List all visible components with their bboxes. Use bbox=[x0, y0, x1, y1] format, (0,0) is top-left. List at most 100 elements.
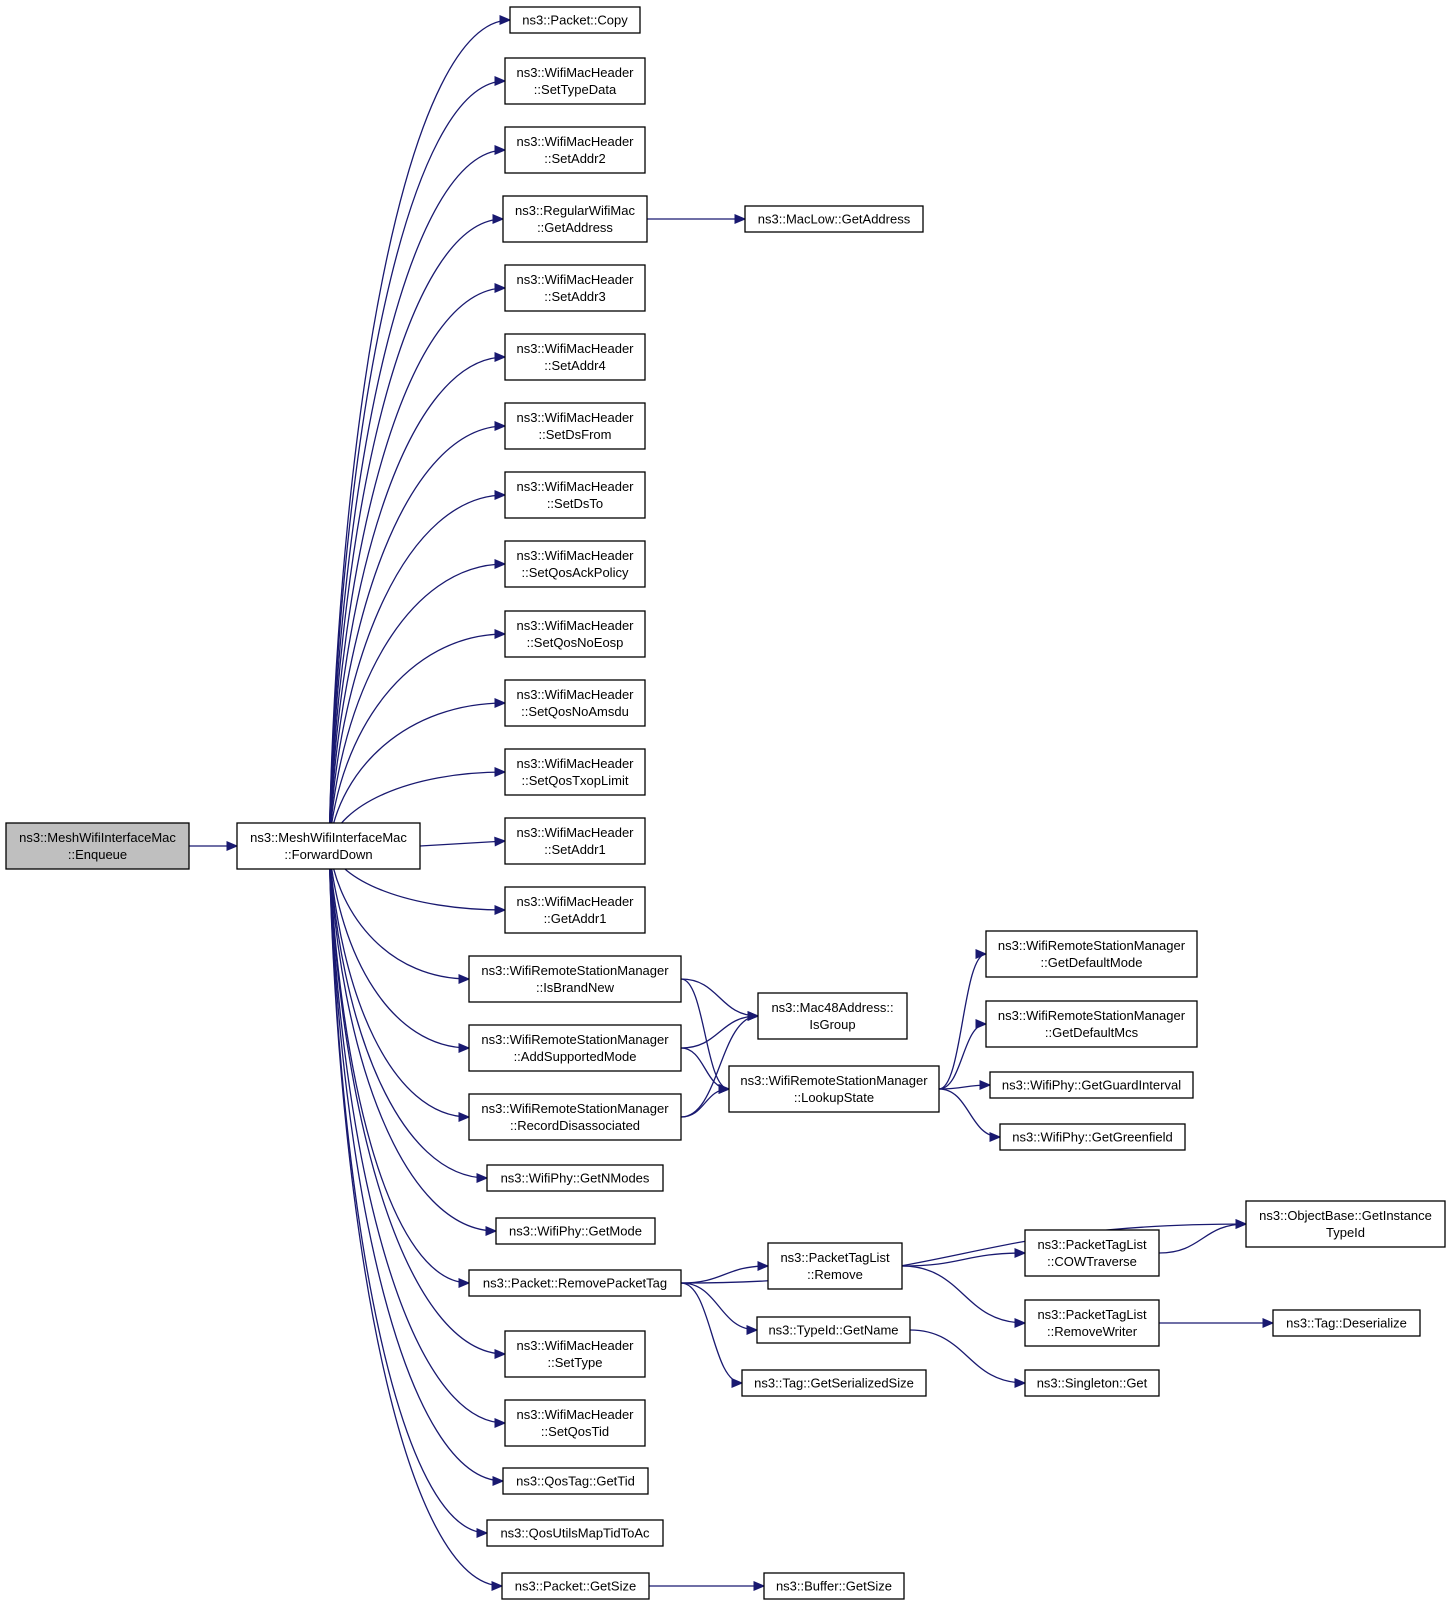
node-setaddr2[interactable]: ns3::WifiMacHeader::SetAddr2 bbox=[504, 126, 646, 174]
edge-forwarddown-to-setaddr3 bbox=[328, 283, 507, 847]
edge-line bbox=[680, 978, 759, 1017]
edge-arrowhead bbox=[494, 76, 507, 86]
edge-addsupportedmode-to-isgroup bbox=[680, 1011, 760, 1049]
node-packettaglist-remove[interactable]: ns3::PacketTagList::Remove bbox=[767, 1242, 903, 1290]
node-box bbox=[1024, 1299, 1160, 1347]
edge-arrowhead bbox=[1014, 1378, 1027, 1388]
node-settypedata[interactable]: ns3::WifiMacHeader::SetTypeData bbox=[504, 57, 646, 105]
node-qosutilsmaptidtoac[interactable]: ns3::QosUtilsMapTidToAc bbox=[486, 1519, 664, 1547]
node-getdefaultmode[interactable]: ns3::WifiRemoteStationManager::GetDefaul… bbox=[985, 930, 1198, 978]
edge-removepackettag-to-packettaglist-remove bbox=[680, 1261, 770, 1284]
node-getguardinterval[interactable]: ns3::WifiPhy::GetGuardInterval bbox=[989, 1071, 1194, 1099]
node-setqosnoeosp[interactable]: ns3::WifiMacHeader::SetQosNoEosp bbox=[504, 610, 646, 658]
node-label: ns3::WifiMacHeader bbox=[516, 825, 634, 840]
node-label: ::SetAddr4 bbox=[544, 358, 605, 373]
node-setqostxoplimit[interactable]: ns3::WifiMacHeader::SetQosTxopLimit bbox=[504, 748, 646, 796]
node-setaddr4[interactable]: ns3::WifiMacHeader::SetAddr4 bbox=[504, 333, 646, 381]
node-box bbox=[468, 1024, 682, 1072]
node-box bbox=[504, 1399, 646, 1447]
node-label: ::SetDsTo bbox=[547, 496, 603, 511]
edge-arrowhead bbox=[494, 352, 507, 362]
node-label: ::SetQosAckPolicy bbox=[522, 565, 629, 580]
edge-line bbox=[680, 978, 730, 1090]
node-setqostid[interactable]: ns3::WifiMacHeader::SetQosTid bbox=[504, 1399, 646, 1447]
edge-arrowhead bbox=[494, 490, 507, 500]
edge-arrowhead bbox=[458, 1278, 471, 1288]
node-box bbox=[504, 471, 646, 519]
node-isbrandnew[interactable]: ns3::WifiRemoteStationManager::IsBrandNe… bbox=[468, 955, 682, 1003]
node-recorddisassociated[interactable]: ns3::WifiRemoteStationManager::RecordDis… bbox=[468, 1093, 682, 1141]
node-label: ns3::WifiMacHeader bbox=[516, 548, 634, 563]
edge-line bbox=[938, 953, 987, 1090]
edge-arrowhead bbox=[458, 1043, 471, 1053]
node-setdsto[interactable]: ns3::WifiMacHeader::SetDsTo bbox=[504, 471, 646, 519]
edge-line bbox=[909, 1329, 1026, 1384]
edge-line bbox=[328, 845, 470, 1118]
node-settype[interactable]: ns3::WifiMacHeader::SetType bbox=[504, 1330, 646, 1378]
node-packet-copy[interactable]: ns3::Packet::Copy bbox=[509, 6, 641, 34]
node-setaddr1[interactable]: ns3::WifiMacHeader::SetAddr1 bbox=[504, 817, 646, 865]
node-label: ::GetDefaultMcs bbox=[1045, 1025, 1139, 1040]
node-lookupstate[interactable]: ns3::WifiRemoteStationManager::LookupSta… bbox=[728, 1065, 940, 1113]
edge-arrowhead bbox=[494, 836, 507, 847]
node-box bbox=[757, 992, 908, 1040]
node-setaddr3[interactable]: ns3::WifiMacHeader::SetAddr3 bbox=[504, 264, 646, 312]
edge-forwarddown-to-setqosnoamsdu bbox=[328, 698, 507, 847]
node-singleton-get[interactable]: ns3::Singleton::Get bbox=[1024, 1369, 1160, 1397]
node-label: ns3::WifiMacHeader bbox=[516, 687, 634, 702]
edge-line bbox=[328, 845, 503, 1587]
node-typeid-getname[interactable]: ns3::TypeId::GetName bbox=[756, 1316, 911, 1344]
node-label: ::SetDsFrom bbox=[539, 427, 612, 442]
edge-line bbox=[328, 80, 506, 847]
node-enqueue[interactable]: ns3::MeshWifiInterfaceMac::Enqueue bbox=[5, 822, 190, 870]
edge-arrowhead bbox=[494, 283, 507, 293]
edge-line bbox=[328, 845, 470, 980]
node-qostag-gettid[interactable]: ns3::QosTag::GetTid bbox=[502, 1467, 649, 1495]
edge-forwarddown-to-getmode bbox=[328, 845, 498, 1236]
node-box bbox=[504, 333, 646, 381]
node-label: ns3::WifiRemoteStationManager bbox=[481, 1101, 669, 1116]
node-label: ns3::Singleton::Get bbox=[1037, 1376, 1148, 1391]
edge-removewriter-to-tag-deserialize bbox=[1159, 1318, 1275, 1328]
node-label: ::Remove bbox=[807, 1267, 863, 1282]
edge-line bbox=[680, 1265, 769, 1284]
node-label: ns3::MacLow::GetAddress bbox=[758, 212, 911, 227]
node-tag-deserialize[interactable]: ns3::Tag::Deserialize bbox=[1272, 1309, 1421, 1337]
node-regular-getaddress[interactable]: ns3::RegularWifiMac::GetAddress bbox=[502, 195, 648, 243]
node-box bbox=[504, 817, 646, 865]
node-label: ns3::WifiMacHeader bbox=[516, 479, 634, 494]
node-addsupportedmode[interactable]: ns3::WifiRemoteStationManager::AddSuppor… bbox=[468, 1024, 682, 1072]
node-label: ns3::RegularWifiMac bbox=[515, 203, 635, 218]
edge-line bbox=[328, 702, 506, 847]
edge-arrowhead bbox=[494, 629, 507, 639]
node-setqosnoamsdu[interactable]: ns3::WifiMacHeader::SetQosNoAmsdu bbox=[504, 679, 646, 727]
node-getmode[interactable]: ns3::WifiPhy::GetMode bbox=[495, 1217, 656, 1245]
edge-packet-getsize-to-buffer-getsize bbox=[649, 1581, 766, 1591]
node-forwarddown[interactable]: ns3::MeshWifiInterfaceMac::ForwardDown bbox=[236, 822, 421, 870]
node-getaddr1[interactable]: ns3::WifiMacHeader::GetAddr1 bbox=[504, 886, 646, 934]
node-maclow-getaddress[interactable]: ns3::MacLow::GetAddress bbox=[744, 205, 924, 233]
node-getnmodes[interactable]: ns3::WifiPhy::GetNModes bbox=[486, 1164, 664, 1192]
edge-forwarddown-to-qosutilsmaptidtoac bbox=[328, 845, 489, 1538]
node-buffer-getsize[interactable]: ns3::Buffer::GetSize bbox=[763, 1572, 905, 1600]
node-box bbox=[509, 6, 641, 34]
node-removepackettag[interactable]: ns3::Packet::RemovePacketTag bbox=[468, 1269, 682, 1297]
node-label: ::ForwardDown bbox=[284, 847, 372, 862]
node-setqosackpolicy[interactable]: ns3::WifiMacHeader::SetQosAckPolicy bbox=[504, 540, 646, 588]
node-label: ns3::WifiMacHeader bbox=[516, 1338, 634, 1353]
node-isgroup[interactable]: ns3::Mac48Address::IsGroup bbox=[757, 992, 908, 1040]
node-getdefaultmcs[interactable]: ns3::WifiRemoteStationManager::GetDefaul… bbox=[985, 1000, 1198, 1048]
node-box bbox=[1272, 1309, 1421, 1337]
node-removewriter[interactable]: ns3::PacketTagList::RemoveWriter bbox=[1024, 1299, 1160, 1347]
node-cowtraverse[interactable]: ns3::PacketTagList::COWTraverse bbox=[1024, 1229, 1160, 1277]
node-label: ns3::WifiPhy::GetGuardInterval bbox=[1002, 1078, 1181, 1093]
edge-forwarddown-to-setaddr2 bbox=[328, 145, 507, 847]
edge-removepackettag-to-typeid-getname bbox=[680, 1282, 759, 1335]
node-setdsfrom[interactable]: ns3::WifiMacHeader::SetDsFrom bbox=[504, 402, 646, 450]
edge-forwarddown-to-setqosnoeosp bbox=[328, 629, 507, 847]
node-tag-getserializedsize[interactable]: ns3::Tag::GetSerializedSize bbox=[741, 1369, 927, 1397]
node-packet-getsize[interactable]: ns3::Packet::GetSize bbox=[501, 1572, 650, 1600]
edge-lookupstate-to-getgreenfield bbox=[938, 1088, 1002, 1142]
node-getgreenfield[interactable]: ns3::WifiPhy::GetGreenfield bbox=[999, 1123, 1186, 1151]
